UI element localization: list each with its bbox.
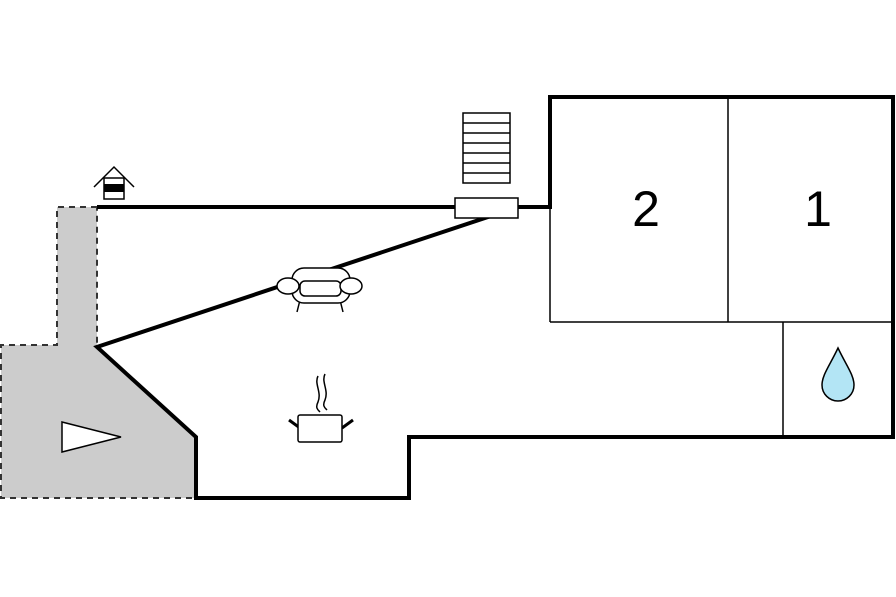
room-label-2: 2 [632, 181, 660, 237]
house-entrance-icon [93, 165, 135, 200]
room-label-1: 1 [804, 181, 832, 237]
sofa-icon [276, 267, 363, 313]
triangle-pointer-icon [61, 421, 122, 453]
interior-walls [549, 97, 893, 437]
terrace-area [0, 206, 197, 499]
cooking-pot-icon [288, 373, 354, 443]
apartment-walls [93, 95, 895, 500]
water-drop-icon [821, 346, 855, 402]
window-icon [454, 197, 519, 219]
stairs-icon [462, 112, 511, 184]
